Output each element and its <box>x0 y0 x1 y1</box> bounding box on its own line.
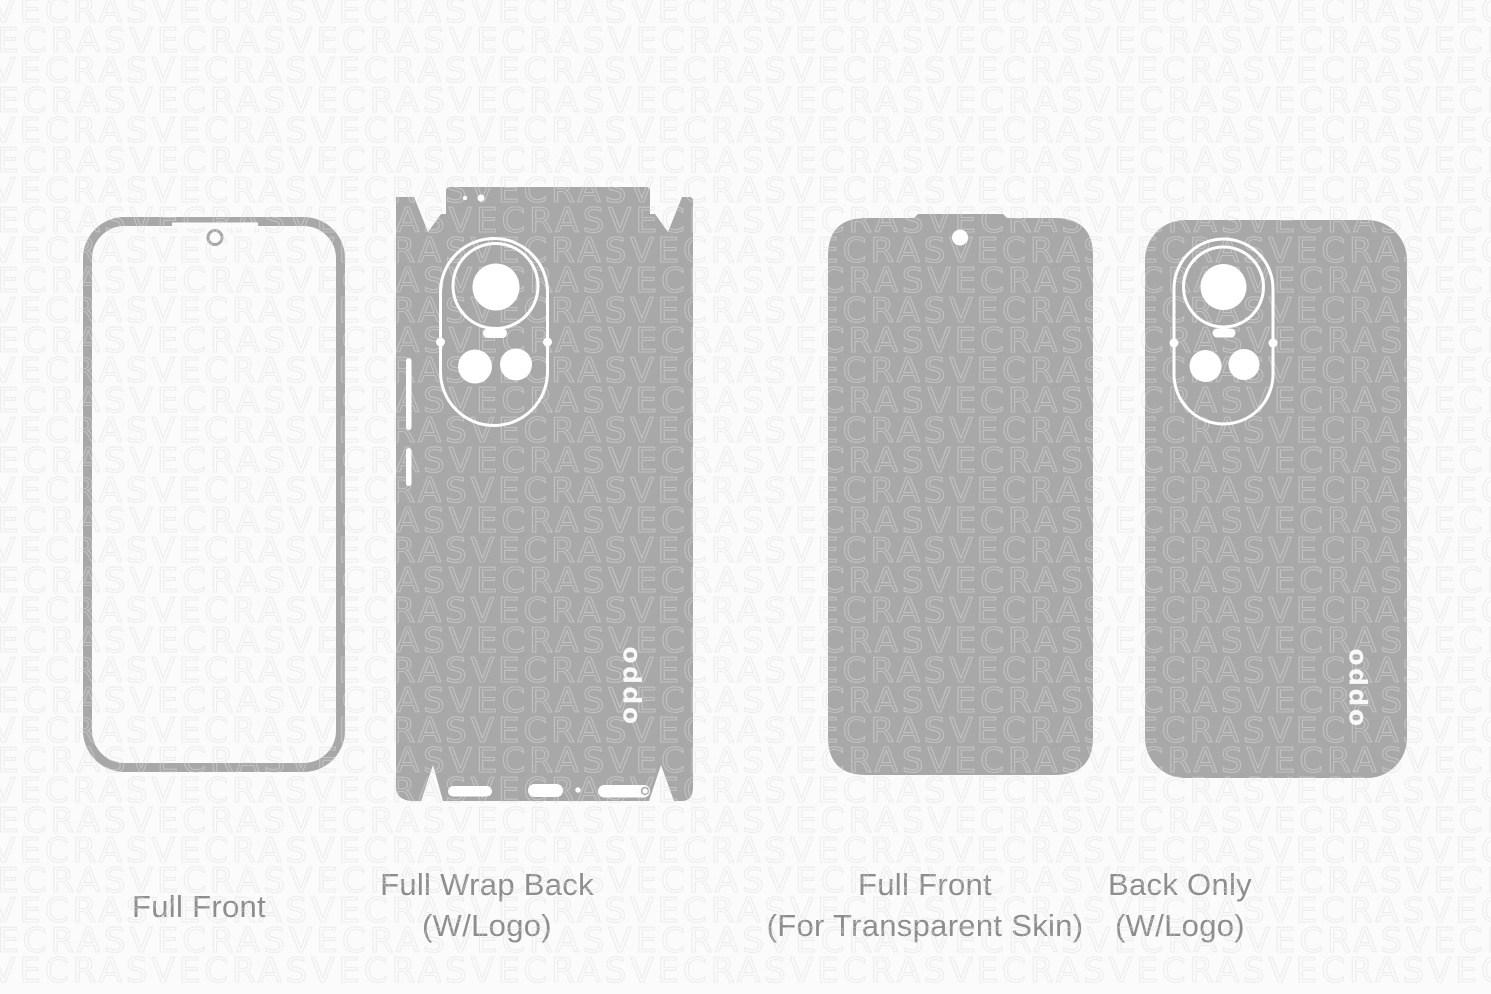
speaker-slot <box>448 786 492 797</box>
caption-line: Full Front <box>132 889 266 924</box>
main-camera-lens-cutout <box>1200 264 1247 310</box>
caption-line: (W/Logo) <box>1115 908 1245 943</box>
template-back-only <box>1145 220 1407 778</box>
bottom-edge-cutouts <box>448 784 650 798</box>
template-full-front-transparent <box>828 214 1093 775</box>
full-front-outline <box>83 217 345 772</box>
camera-module-outline <box>1172 237 1275 426</box>
top-sensor-hole <box>477 194 485 202</box>
caption-line: (W/Logo) <box>422 908 552 943</box>
secondary-lens-cutout <box>1189 350 1222 382</box>
camera-module <box>1169 237 1278 426</box>
camera-module-side-notch <box>436 337 445 347</box>
full-wrap-back-silhouette <box>396 187 693 801</box>
caption-full-front-transparent: Full Front (For Transparent Skin) <box>750 864 1100 946</box>
camera-module <box>436 237 552 427</box>
oppo-logo: oppo <box>1339 645 1369 727</box>
caption-full-wrap-back: Full Wrap Back (W/Logo) <box>337 864 637 946</box>
speaker-slot <box>598 785 650 798</box>
secondary-lens-cutout <box>1228 349 1260 380</box>
full-front-top-notch <box>172 222 258 228</box>
mic-hole <box>575 787 581 793</box>
punch-hole-camera-cutout <box>952 229 968 246</box>
caption-line: Full Front <box>858 867 992 902</box>
template-full-wrap-back <box>396 187 693 801</box>
main-camera-lens-cutout <box>472 263 520 311</box>
volume-button-slot <box>406 358 412 430</box>
caption-back-only: Back Only (W/Logo) <box>1030 864 1330 946</box>
secondary-lens-cutout <box>500 348 532 381</box>
flash-cutout <box>1212 328 1236 338</box>
flash-cutout <box>483 328 507 338</box>
main-camera-ring <box>1182 245 1265 329</box>
top-mic-hole <box>462 195 468 201</box>
caption-line: Back Only <box>1108 867 1252 902</box>
template-full-front <box>83 217 345 772</box>
camera-module-outline <box>439 237 549 427</box>
caption-full-front: Full Front <box>49 886 349 927</box>
bottom-screw-ring <box>640 786 650 796</box>
oppo-logo: oppo <box>613 643 643 725</box>
camera-module-side-notch <box>543 337 552 347</box>
camera-module-side-notch <box>1268 338 1278 348</box>
punch-hole-camera-icon <box>206 229 224 246</box>
usb-port-slot <box>528 784 563 797</box>
caption-line: (For Transparent Skin) <box>766 908 1084 943</box>
camera-module-side-notch <box>1169 338 1179 348</box>
full-front-transparent-silhouette <box>828 214 1093 775</box>
power-button-slot <box>406 448 412 486</box>
caption-line: Full Wrap Back <box>380 867 594 902</box>
secondary-lens-cutout <box>458 349 492 384</box>
